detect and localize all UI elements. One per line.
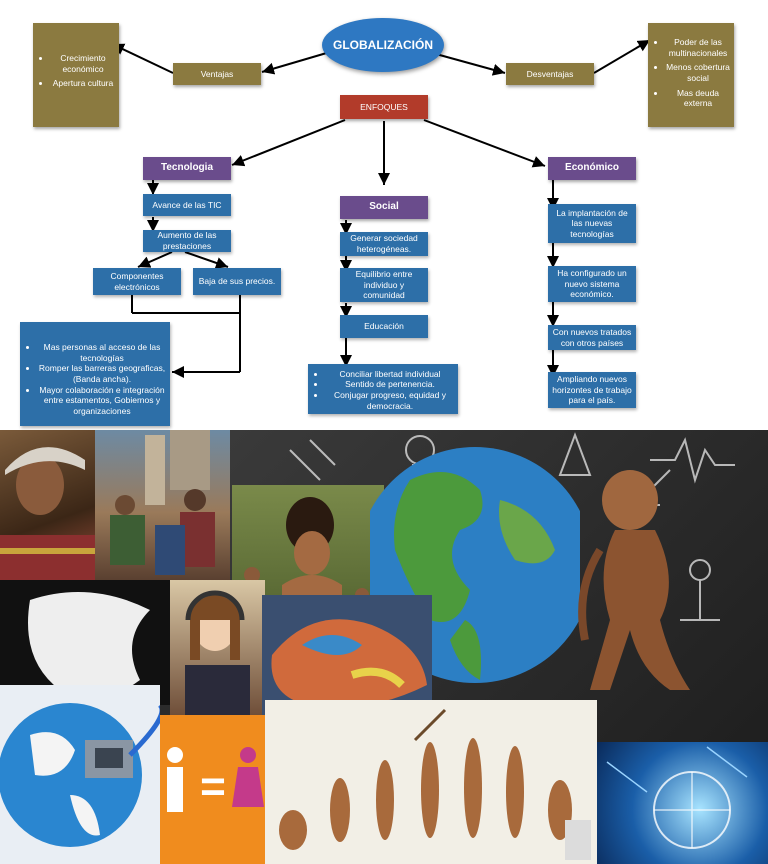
desventaja-item: Mas deuda externa (666, 88, 730, 109)
tecnologia-header: Tecnologia (143, 157, 231, 180)
tecnologia-avance: Avance de las TIC (143, 194, 231, 216)
desventajas-list: Poder de las multinacionales Menos cober… (648, 23, 734, 127)
tecnologia-result-item: Mayor colaboración e integración entre e… (38, 385, 166, 417)
ventaja-item: Apertura cultura (51, 78, 115, 89)
apple-logo-photo (0, 580, 170, 705)
tecnologia-aumento: Aumento de las prestaciones (143, 230, 231, 252)
market-crowd-photo (95, 430, 230, 580)
ventajas-items: Crecimiento económico Apertura cultura (37, 53, 115, 93)
equals-sign: = (200, 762, 226, 811)
human-evolution-photo (265, 700, 597, 864)
tecnologia-result-item: Romper las barreras geograficas, (Banda … (38, 363, 166, 384)
social-generar: Generar sociedad heterogéneas. (340, 232, 428, 256)
painted-hands-photo (262, 595, 432, 715)
title-globalizacion: GLOBALIZACIÓN (322, 18, 444, 72)
student-headphones-photo (170, 580, 265, 720)
economico-step: Ha configurado un nuevo sistema económic… (548, 266, 636, 302)
gender-figures-icon (167, 747, 264, 812)
social-results: Conciliar libertad individual Sentido de… (308, 364, 458, 414)
tecnologia-results: Mas personas al acceso de las tecnología… (20, 322, 170, 426)
ventaja-item: Crecimiento económico (51, 53, 115, 74)
tecnologia-result-item: Mas personas al acceso de las tecnología… (38, 342, 166, 363)
photo-collage: = (0, 430, 768, 864)
economico-header: Económico (548, 157, 636, 180)
tecnologia-componentes: Componentes electrónicos (93, 268, 181, 295)
social-result-item: Conjugar progreso, equidad y democracia. (326, 390, 454, 411)
network-globe-photo (0, 685, 160, 864)
ventajas-box: Ventajas (173, 63, 261, 85)
concept-map: GLOBALIZACIÓN Ventajas Desventajas Creci… (0, 0, 768, 430)
tecnologia-results-list: Mas personas al acceso de las tecnología… (24, 342, 166, 416)
desventaja-item: Poder de las multinacionales (666, 37, 730, 58)
woman-portrait-photo (0, 430, 95, 580)
digital-world-photo (597, 742, 768, 864)
desventaja-item: Menos cobertura social (666, 62, 730, 83)
enfoques-box: ENFOQUES (340, 95, 428, 119)
gender-equality-panel: = (160, 715, 265, 864)
social-results-list: Conciliar libertad individual Sentido de… (312, 369, 454, 412)
ventajas-list: Crecimiento económico Apertura cultura (33, 23, 119, 127)
social-equilibrio: Equilibrio entre individuo y comunidad (340, 268, 428, 302)
social-header: Social (340, 196, 428, 219)
desventajas-items: Poder de las multinacionales Menos cober… (652, 37, 730, 113)
tecnologia-baja: Baja de sus precios. (193, 268, 281, 295)
social-result-item: Sentido de pertenencia. (326, 379, 454, 390)
desventajas-box: Desventajas (506, 63, 594, 85)
economico-step: Con nuevos tratados con otros países (548, 325, 636, 350)
economico-step: La implantación de las nuevas tecnología… (548, 204, 636, 243)
social-educacion: Educación (340, 315, 428, 338)
economico-step: Ampliando nuevos horizontes de trabajo p… (548, 372, 636, 408)
starving-person-photo (560, 470, 710, 710)
social-result-item: Conciliar libertad individual (326, 369, 454, 380)
